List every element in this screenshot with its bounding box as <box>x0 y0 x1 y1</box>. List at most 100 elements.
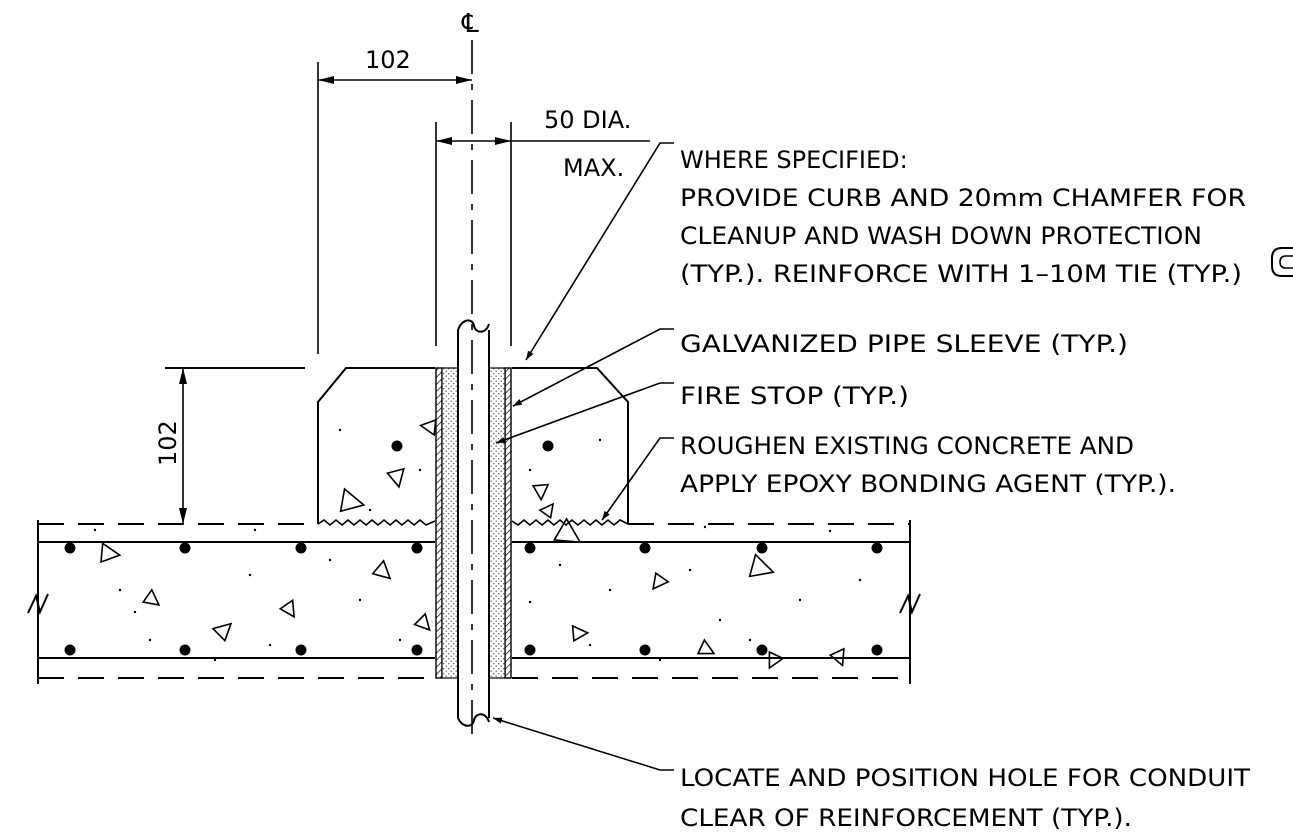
fire-stop-right <box>488 367 506 679</box>
conduit-pipe <box>458 328 489 720</box>
break-line-right-icon <box>899 593 921 616</box>
rebar-dot <box>411 542 423 554</box>
fire-stop-left <box>441 367 459 679</box>
rebar-dot <box>391 440 403 452</box>
roughen-note-line1: ROUGHEN EXISTING CONCRETE AND <box>680 432 1134 460</box>
aggregate-dot <box>828 529 832 533</box>
leader-roughen-note <box>601 437 674 521</box>
aggregate-dot <box>213 658 217 662</box>
aggregate-triangle-icon <box>768 650 785 670</box>
aggregate-triangle-icon <box>571 624 590 643</box>
curb-note-line2: PROVIDE CURB AND 20mm CHAMFER FOR <box>680 184 1246 212</box>
dia-label-line1: 50 DIA. <box>544 106 631 134</box>
sleeve-wall-right <box>504 367 512 679</box>
rebar-dot <box>756 644 768 656</box>
rebar-dot <box>64 542 76 554</box>
reinforcement-bars <box>64 440 883 656</box>
aggregate-triangle-icon <box>748 553 775 578</box>
aggregate-triangle-icon <box>531 483 550 502</box>
aggregate-dot <box>748 638 752 642</box>
aggregate-dot <box>858 578 862 582</box>
aggregate-dot <box>558 563 562 567</box>
aggregate-dot <box>598 438 602 442</box>
aggregate-dot <box>703 525 707 529</box>
aggregate-triangle-icon <box>552 517 582 544</box>
aggregate-dot <box>658 658 662 662</box>
aggregate-dot <box>608 588 612 592</box>
centerline: ℄ <box>461 9 479 738</box>
aggregate-dot <box>688 568 692 572</box>
rebar-dot <box>411 644 423 656</box>
aggregate-triangle-icon <box>385 467 405 489</box>
pipe-break-bottom-icon <box>457 713 490 727</box>
curb-outline-left <box>317 367 435 524</box>
pipe-sleeve-assembly <box>435 319 512 727</box>
aggregate-triangle-icon <box>418 418 437 437</box>
aggregate-triangle-icon <box>652 571 670 591</box>
aggregate-dot <box>718 618 722 622</box>
leader-curb-note <box>525 142 674 361</box>
rebar-dot <box>639 644 651 656</box>
aggregate-triangle-icon <box>538 502 555 520</box>
centerline-symbol: ℄ <box>461 9 479 39</box>
aggregate-dot <box>148 638 152 642</box>
curb-note-line1: WHERE SPECIFIED: <box>680 146 908 174</box>
conduit-note-line2: CLEAR OF REINFORCEMENT (TYP.). <box>680 804 1132 832</box>
leaders <box>492 142 674 771</box>
dim-offset-label: 102 <box>365 46 411 74</box>
concrete-aggregate-hatch <box>93 418 862 670</box>
aggregate-triangle-icon <box>371 559 392 580</box>
leader-fire-stop-note <box>495 382 674 444</box>
aggregate-dot <box>358 598 362 602</box>
cropped-edge-symbol-inner-icon <box>1279 255 1293 269</box>
dimension-102-vertical: 102 <box>154 367 305 524</box>
aggregate-dot <box>118 588 122 592</box>
curb-note-line4: (TYP.). REINFORCE WITH 1–10M TIE (TYP.) <box>680 260 1242 288</box>
aggregate-triangle-icon <box>100 541 122 564</box>
rebar-dot <box>639 542 651 554</box>
aggregate-triangle-icon <box>696 638 716 655</box>
aggregate-dot <box>588 643 592 647</box>
aggregate-dot <box>798 598 802 602</box>
rebar-dot <box>756 542 768 554</box>
rebar-dot <box>524 644 536 656</box>
aggregate-triangle-icon <box>211 622 233 643</box>
aggregate-dot <box>268 643 272 647</box>
rebar-dot <box>871 644 883 656</box>
rebar-dot <box>295 542 307 554</box>
notes: WHERE SPECIFIED: PROVIDE CURB AND 20mm C… <box>680 146 1250 832</box>
cropped-edge-symbol-icon <box>1271 247 1293 277</box>
vdim-curb-height-label: 102 <box>154 420 182 466</box>
dimension-102-horizontal: 102 <box>317 46 472 354</box>
aggregate-triangle-icon <box>413 612 431 632</box>
aggregate-dot <box>528 468 532 472</box>
aggregate-dot <box>338 428 342 432</box>
rebar-dot <box>542 440 554 452</box>
sleeve-note: GALVANIZED PIPE SLEEVE (TYP.) <box>680 330 1128 358</box>
aggregate-dot <box>328 558 332 562</box>
break-line-left-icon <box>27 593 49 616</box>
aggregate-triangle-icon <box>278 598 296 619</box>
dimension-50-dia: 50 DIA. MAX. <box>435 106 650 346</box>
rebar-dot <box>871 542 883 554</box>
rebar-dot <box>295 644 307 656</box>
aggregate-triangle-icon <box>828 647 845 668</box>
rebar-dot <box>179 644 191 656</box>
leader-sleeve-note <box>512 328 674 407</box>
aggregate-dot <box>398 638 402 642</box>
aggregate-triangle-icon <box>339 487 366 513</box>
aggregate-dot <box>418 468 422 472</box>
leader-conduit-note <box>492 717 674 771</box>
conduit-note-line1: LOCATE AND POSITION HOLE FOR CONDUIT <box>680 764 1250 792</box>
aggregate-dot <box>93 528 97 532</box>
aggregate-dot <box>368 508 372 512</box>
aggregate-dot <box>528 600 532 604</box>
curb-note-line3: CLEANUP AND WASH DOWN PROTECTION <box>680 222 1202 250</box>
rebar-dot <box>64 644 76 656</box>
aggregate-dot <box>248 573 252 577</box>
dia-label-line2: MAX. <box>563 154 624 182</box>
aggregate-dot <box>133 610 137 614</box>
rebar-dot <box>524 542 536 554</box>
aggregate-dot <box>253 528 257 532</box>
sleeve-wall-left <box>435 367 443 679</box>
